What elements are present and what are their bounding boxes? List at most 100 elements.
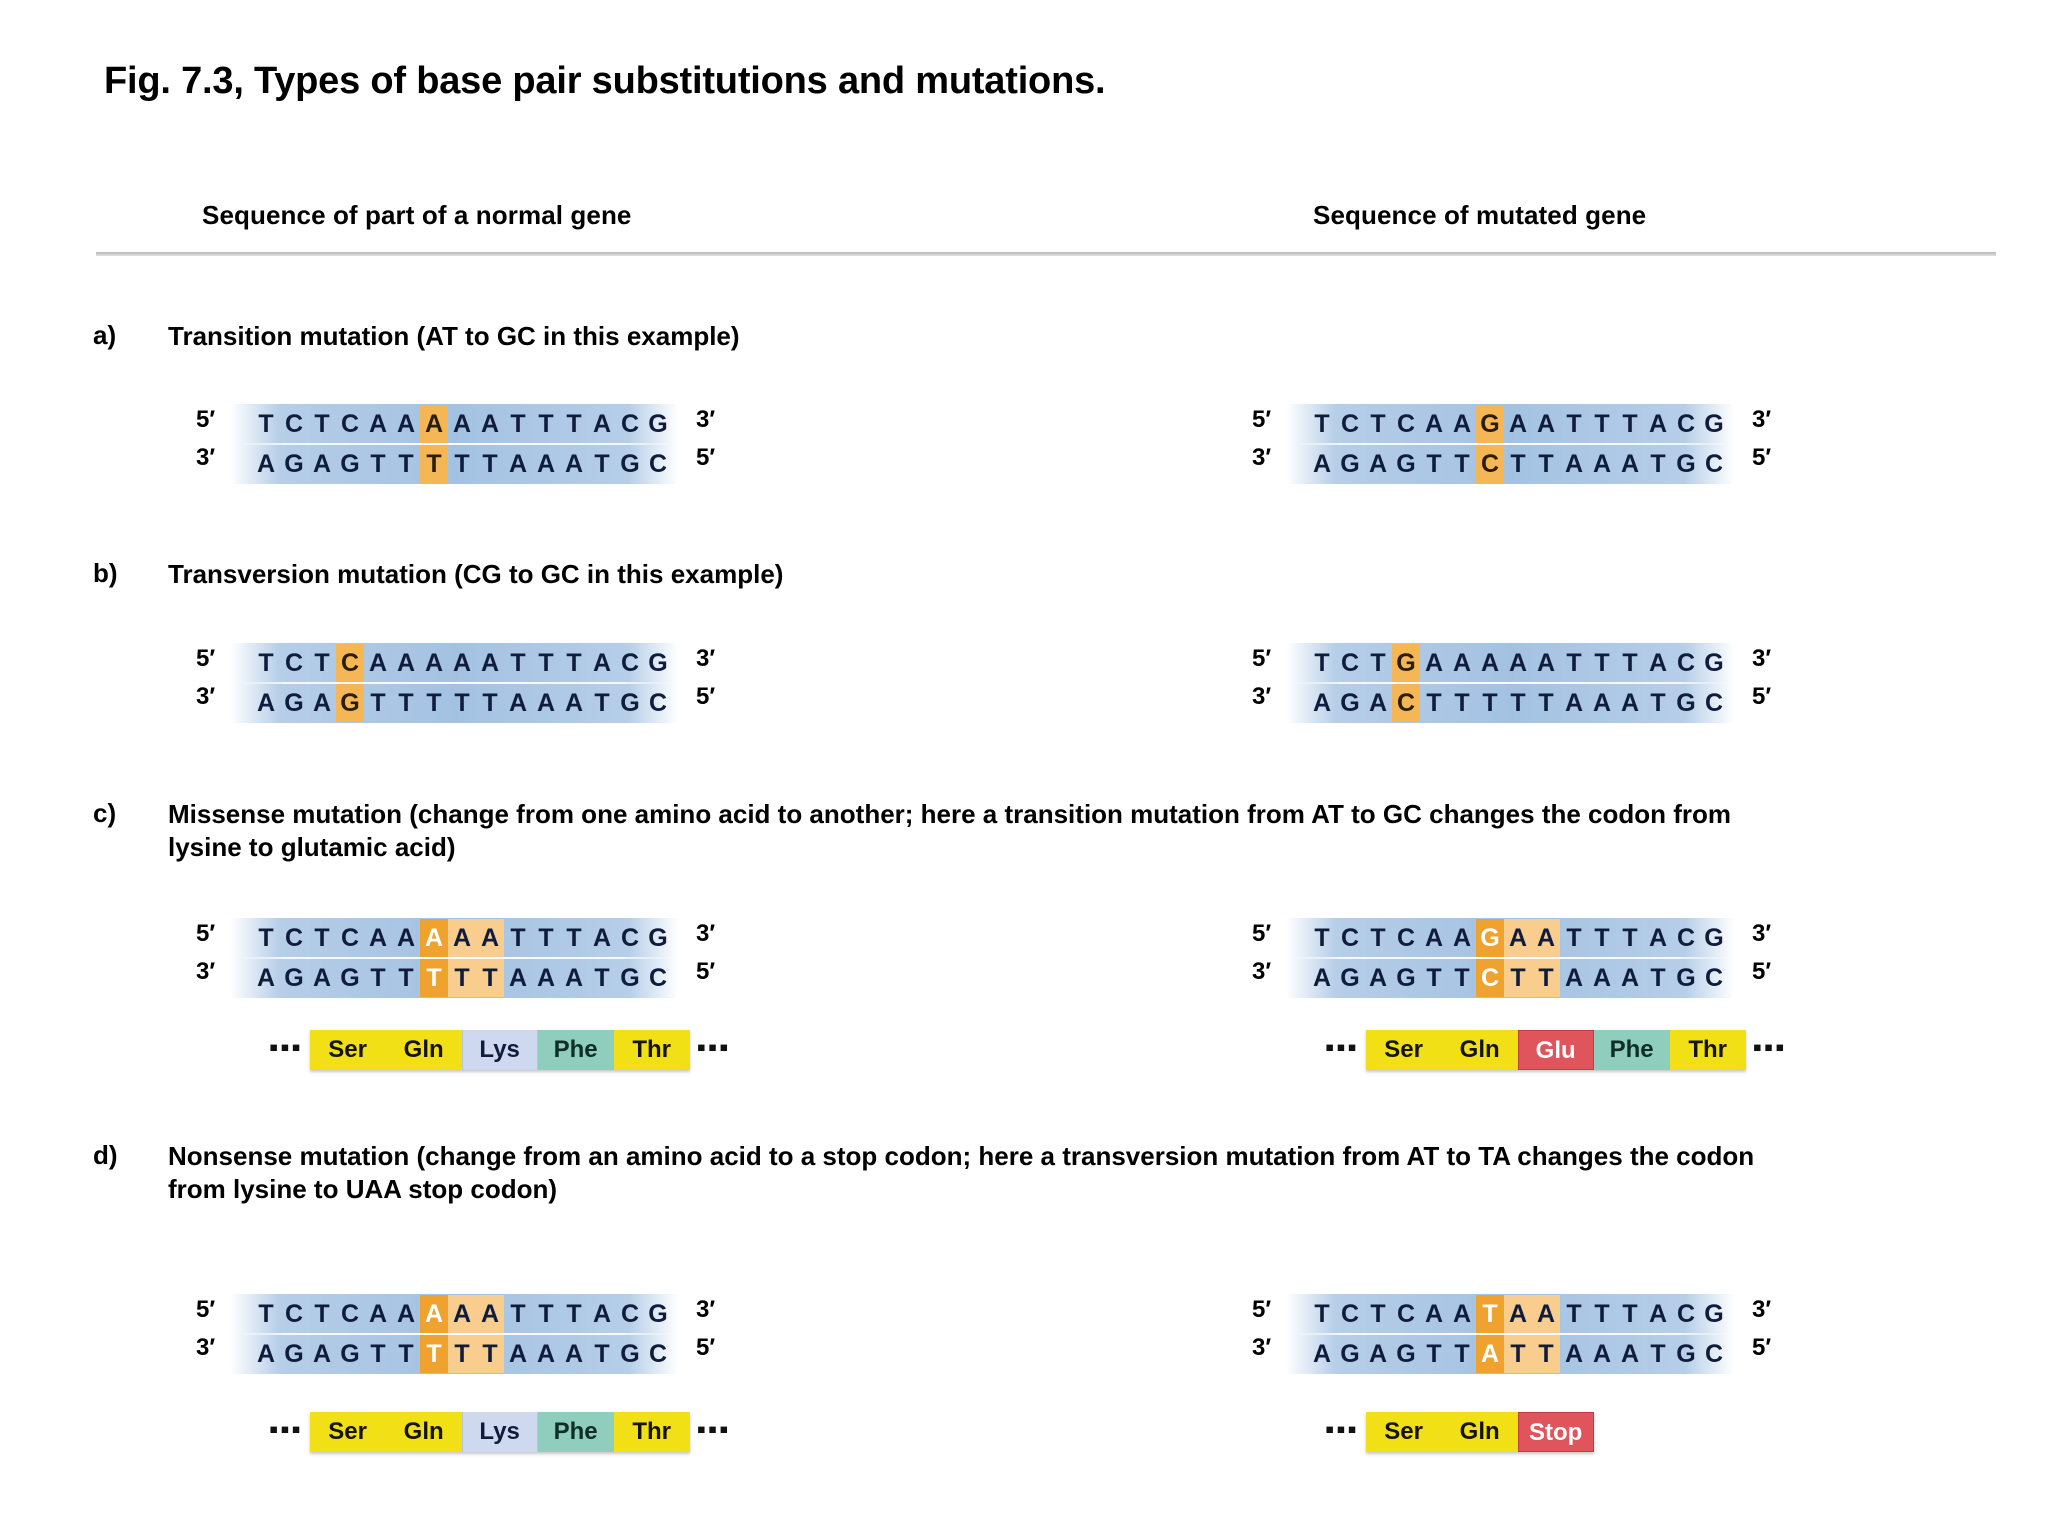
dna-base: T (1426, 964, 1442, 992)
dna-base: A (1564, 964, 1584, 992)
dna-base: T (510, 924, 526, 952)
chain-continues-dots-left: ▪▪▪ (1325, 1414, 1359, 1444)
dna-base: C (1396, 1300, 1416, 1328)
amino-acid-box: Ser (309, 1030, 386, 1070)
dna-base: C (284, 649, 304, 677)
chain-continues-dots-right: ▪▪▪ (1752, 1032, 1787, 1062)
dna-base-highlighted: C (1476, 445, 1504, 483)
dna-base: C (1704, 689, 1724, 717)
column-header-normal-gene: Sequence of part of a normal gene (202, 200, 632, 230)
dna-base: C (340, 924, 360, 952)
dna-base: A (536, 1340, 556, 1368)
chain-continues-dots-left: ▪▪▪ (1325, 1032, 1359, 1062)
dna-base: G (648, 410, 668, 438)
dna-base-highlighted: T (1532, 959, 1560, 997)
strand-end-label-left-top: 5′ (196, 645, 216, 672)
dna-base: A (312, 450, 332, 478)
dna-base: G (284, 450, 304, 478)
dna-base-highlighted: G (1392, 644, 1420, 682)
dna-base: A (1620, 1340, 1640, 1368)
dna-base: A (1648, 410, 1668, 438)
chain-continues-dots-right: ▪▪▪ (696, 1032, 731, 1062)
dna-base: A (396, 924, 416, 952)
dna-base: A (1368, 689, 1388, 717)
dna-base: G (620, 964, 640, 992)
dna-base: A (312, 964, 332, 992)
dna-base: T (1650, 689, 1666, 717)
dna-base: T (1650, 964, 1666, 992)
strand-end-label-left-top: 5′ (196, 920, 216, 947)
dna-base-highlighted: A (448, 919, 476, 957)
dna-base: C (1396, 924, 1416, 952)
strand-end-label-right-bottom: 5′ (696, 444, 716, 471)
dna-base: A (1564, 689, 1584, 717)
dna-base: G (1340, 689, 1360, 717)
dna-base: A (1536, 649, 1556, 677)
dna-base: A (564, 1340, 584, 1368)
dna-base: G (1704, 410, 1724, 438)
dna-base: A (1592, 1340, 1612, 1368)
dna-base-highlighted: T (1476, 1295, 1504, 1333)
amino-acid-box: Ser (1365, 1412, 1442, 1452)
strand-end-label-right-top: 3′ (1752, 406, 1772, 433)
header-divider (96, 252, 1996, 256)
dna-base: A (564, 450, 584, 478)
column-header-mutated-gene: Sequence of mutated gene (1313, 200, 1647, 230)
dna-base: T (594, 450, 610, 478)
dna-base: A (1312, 689, 1332, 717)
dna-base: T (398, 450, 414, 478)
dna-base: A (536, 964, 556, 992)
dna-base: A (312, 1340, 332, 1368)
dna-base: T (370, 964, 386, 992)
dna-base: A (312, 689, 332, 717)
dna-base: T (566, 924, 582, 952)
dna-base: T (482, 450, 498, 478)
dna-base: T (566, 410, 582, 438)
dna-base-highlighted: A (476, 1295, 504, 1333)
dna-base: G (1704, 924, 1724, 952)
dna-base: T (1510, 450, 1526, 478)
panel-letter-label: d) (93, 1140, 118, 1170)
dna-base: A (1508, 410, 1528, 438)
dna-base: A (480, 649, 500, 677)
amino-acid-box: Thr (613, 1412, 690, 1452)
strand-end-label-right-bottom: 5′ (696, 683, 716, 710)
dna-base-highlighted: A (1504, 1295, 1532, 1333)
dna-base: G (284, 689, 304, 717)
strand-end-label-right-bottom: 5′ (1752, 683, 1772, 710)
dna-base: A (592, 649, 612, 677)
strand-end-label-left-bottom: 3′ (196, 444, 216, 471)
dna-base: A (480, 410, 500, 438)
dna-base: C (648, 450, 668, 478)
dna-base: C (1676, 1300, 1696, 1328)
strand-end-label-right-bottom: 5′ (696, 958, 716, 985)
dna-base: A (1620, 964, 1640, 992)
dna-base-highlighted: T (420, 1335, 448, 1373)
dna-base: G (1676, 1340, 1696, 1368)
dna-base: T (370, 450, 386, 478)
dna-base: A (1648, 649, 1668, 677)
dna-base: C (1340, 410, 1360, 438)
dna-base: G (340, 1340, 360, 1368)
dna-base: T (1314, 410, 1330, 438)
dna-base: A (592, 410, 612, 438)
dna-base: G (648, 924, 668, 952)
dna-base: C (1704, 964, 1724, 992)
dna-base: T (566, 649, 582, 677)
dna-base: T (1622, 924, 1638, 952)
dna-base: T (314, 1300, 330, 1328)
dna-base: T (1454, 450, 1470, 478)
